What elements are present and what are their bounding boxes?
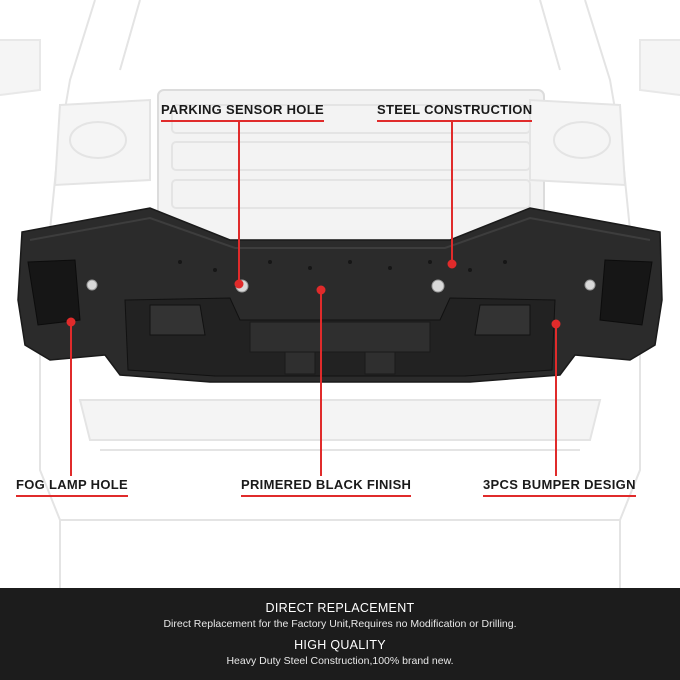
callout-steel-construction: STEEL CONSTRUCTION: [377, 102, 533, 122]
feature-desc-high-quality: Heavy Duty Steel Construction,100% brand…: [226, 655, 454, 667]
feature-footer: DIRECT REPLACEMENT Direct Replacement fo…: [0, 588, 680, 680]
front-bumper: [17, 207, 663, 383]
callout-parking-sensor-hole: PARKING SENSOR HOLE: [161, 102, 324, 122]
callout-primered-black-finish: PRIMERED BLACK FINISH: [241, 477, 412, 497]
parking-sensor-marker: [234, 279, 244, 289]
feature-desc-direct-replacement: Direct Replacement for the Factory Unit,…: [163, 618, 517, 630]
feature-title-high-quality: HIGH QUALITY: [294, 638, 386, 652]
fog-lamp-marker: [66, 317, 76, 327]
three-pcs-marker: [551, 319, 561, 329]
steel-construction-marker: [447, 259, 457, 269]
callout-fog-lamp-hole: FOG LAMP HOLE: [16, 477, 128, 497]
product-image: PARKING SENSOR HOLE STEEL CONSTRUCTION F…: [0, 0, 680, 588]
callout-3pcs-bumper-design: 3PCS BUMPER DESIGN: [483, 477, 636, 497]
truck-bumper-illustration: [0, 0, 680, 588]
truck-silhouette: [0, 0, 680, 588]
primered-finish-marker: [316, 285, 326, 295]
callout-leader-lines: [66, 121, 561, 476]
feature-title-direct-replacement: DIRECT REPLACEMENT: [265, 601, 415, 615]
